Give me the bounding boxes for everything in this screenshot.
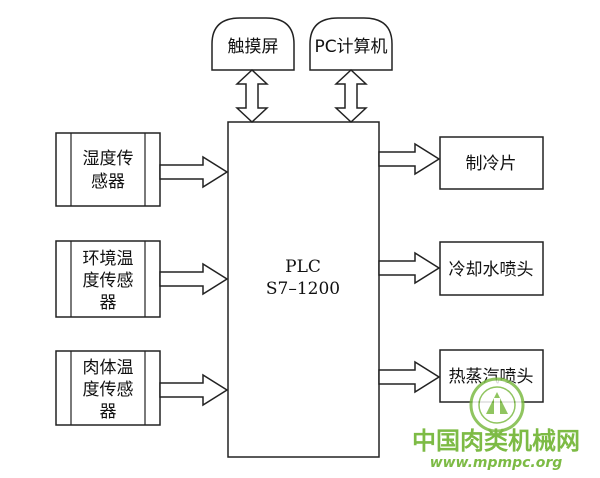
water-nozzle-label: 冷却水喷头 [449,260,534,280]
humidity-sensor-box: 湿度传 感器 [55,132,161,207]
meat-temp-arrow [159,373,229,407]
env-temp-label-3: 器 [100,293,117,313]
steam-nozzle-label: 热蒸汽喷头 [449,367,534,387]
touch-screen-label: 触摸屏 [228,37,279,57]
plc-label: PLC [285,257,321,277]
humidity-arrow [159,155,229,189]
plc-model: S7–1200 [266,279,340,299]
steam-nozzle-box: 热蒸汽喷头 [439,349,544,403]
meat-temp-label-2: 度传感 [83,380,134,400]
watermark-url: www.mpmpc.org [430,455,563,471]
steam-arrow [378,360,441,394]
env-temp-sensor-box: 环境温 度传感 器 [55,240,161,318]
meat-temp-sensor-box: 肉体温 度传感 器 [55,350,161,426]
cooler-arrow [378,142,441,176]
pc-plc-arrow [334,68,368,124]
plc-box: PLC S7–1200 [227,121,380,458]
touch-screen-node: 触摸屏 [211,17,295,71]
pc-node: PC计算机 [309,17,393,71]
env-temp-label-1: 环境温 [83,249,134,269]
pc-label: PC计算机 [314,37,387,57]
watermark-logo [469,377,525,433]
cooler-label: 制冷片 [466,154,517,174]
env-temp-label-2: 度传感 [83,271,134,291]
watermark-name: 中国肉类机械网 [412,427,580,455]
meat-temp-label-3: 器 [100,402,117,422]
humidity-label-2: 感器 [91,172,125,192]
water-nozzle-box: 冷却水喷头 [439,241,544,296]
touch-plc-arrow [235,68,269,124]
humidity-label-1: 湿度传 [83,149,134,169]
cooler-box: 制冷片 [439,136,544,190]
meat-temp-label-1: 肉体温 [83,358,134,378]
water-arrow [378,251,441,285]
env-temp-arrow [159,262,229,296]
